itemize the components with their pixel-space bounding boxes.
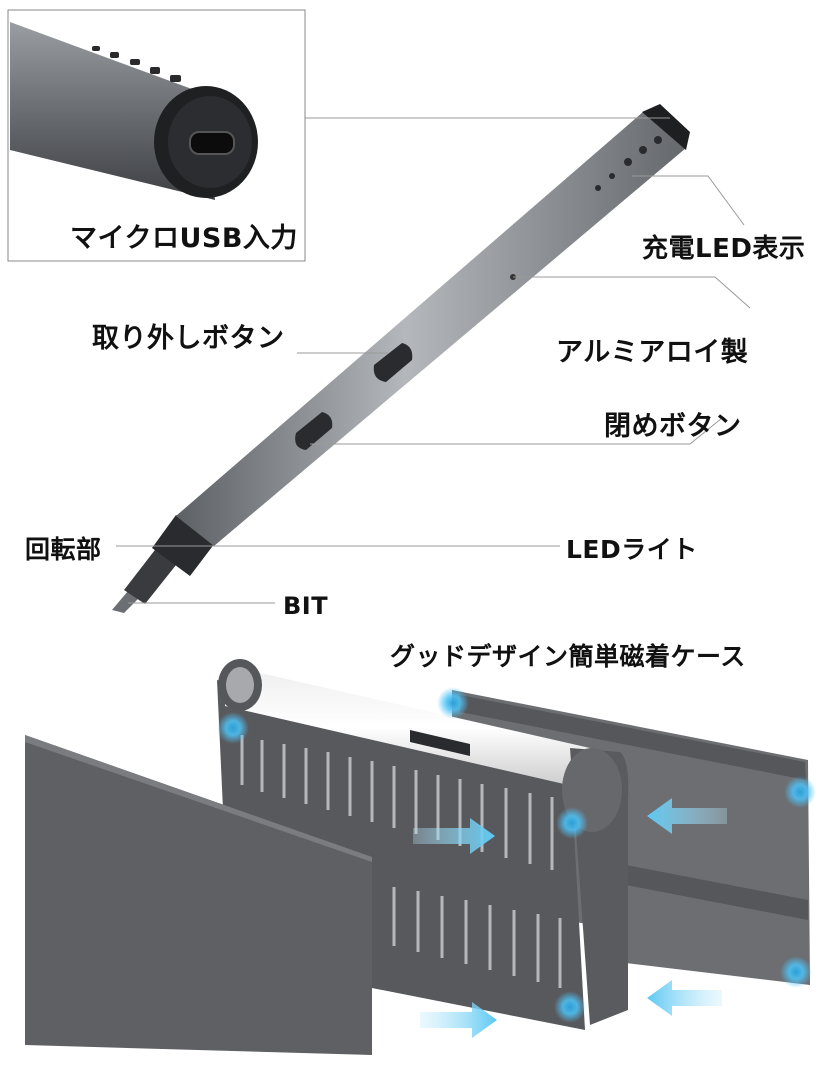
rotation-part-label: 回転部 [25, 535, 102, 564]
magnetic-case [25, 659, 810, 1055]
usb-input-label: マイクロUSB入力 [70, 223, 298, 254]
usb-inset [7, 9, 306, 262]
bit-label: BIT [283, 592, 329, 620]
leader-lines [116, 117, 751, 604]
close-button-label: 閉めボタン [604, 411, 742, 442]
magnet-point-icon [217, 687, 816, 1023]
case-title-label: グッドデザイン簡単磁着ケース [390, 642, 746, 671]
arrow-left-icon [647, 798, 727, 1016]
aluminum-label: アルミアロイ製 [556, 337, 749, 368]
led-light-label: LEDライト [566, 535, 698, 564]
charge-led-label: 充電LED表示 [642, 234, 806, 264]
screwdriver-pen [112, 104, 690, 613]
release-button-label: 取り外しボタン [92, 323, 285, 354]
arrow-right-icon [413, 818, 497, 1038]
